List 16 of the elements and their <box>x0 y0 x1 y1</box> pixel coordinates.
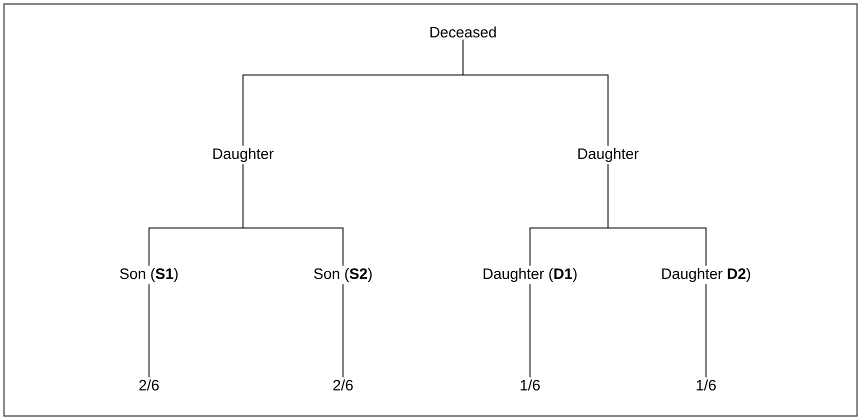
connector-line <box>148 284 150 378</box>
fraction-label: 2/6 <box>333 380 353 390</box>
person-label: Daughter (D1) <box>484 268 577 282</box>
fraction-label: 2/6 <box>139 380 159 390</box>
connector-line <box>342 284 344 378</box>
person-label: Son (S1) <box>120 268 178 282</box>
fraction-label: 1/6 <box>696 380 716 390</box>
person-label: Daughter D2) <box>662 268 750 282</box>
person-label: Daughter <box>213 148 274 162</box>
person-label: Daughter <box>578 148 639 162</box>
connector-line <box>242 164 344 266</box>
person-label: Deceased <box>430 26 496 38</box>
fraction-label: 1/6 <box>520 380 540 390</box>
person-label: Son (S2) <box>314 268 372 282</box>
connector-line <box>608 164 706 266</box>
connector-line <box>462 39 608 146</box>
